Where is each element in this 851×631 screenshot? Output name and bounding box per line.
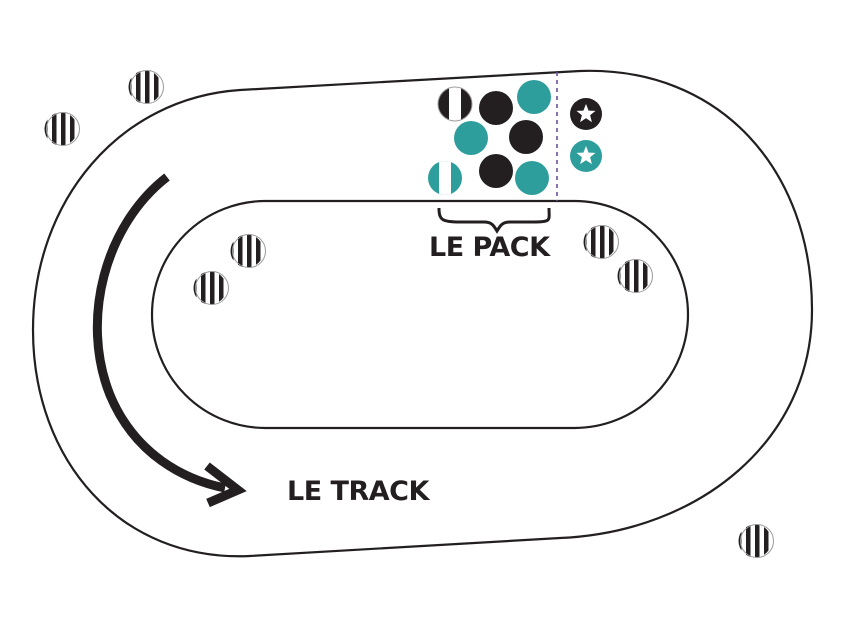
pack-label: LE PACK bbox=[429, 232, 550, 263]
teal-blocker-player[interactable] bbox=[515, 161, 549, 195]
referees bbox=[44, 70, 774, 558]
inner-track-boundary bbox=[150, 199, 690, 430]
referee[interactable] bbox=[193, 271, 229, 305]
direction-arrow bbox=[92, 173, 247, 508]
black-blocker-player[interactable] bbox=[509, 120, 543, 154]
outer-track-boundary bbox=[31, 69, 814, 558]
teal-blocker-player[interactable] bbox=[517, 80, 551, 114]
teal-blocker-player[interactable] bbox=[454, 121, 488, 155]
black-blocker-player[interactable] bbox=[479, 154, 513, 188]
referee[interactable] bbox=[583, 225, 619, 259]
pack bbox=[428, 80, 551, 195]
star-icon bbox=[576, 146, 596, 165]
black-jammer-player[interactable] bbox=[570, 98, 602, 130]
referee[interactable] bbox=[128, 70, 164, 104]
teal-jammer-player[interactable] bbox=[570, 140, 602, 172]
black-pivot-player[interactable] bbox=[437, 86, 473, 122]
referee[interactable] bbox=[44, 112, 80, 146]
black-blocker-player[interactable] bbox=[479, 91, 513, 125]
referee[interactable] bbox=[617, 259, 653, 293]
star-icon bbox=[576, 104, 596, 123]
arrow-head-icon bbox=[204, 462, 247, 508]
referee[interactable] bbox=[738, 524, 774, 558]
track-label: LE TRACK bbox=[287, 476, 429, 507]
teal-pivot-player[interactable] bbox=[428, 161, 462, 195]
pack-bracket bbox=[437, 207, 551, 234]
referee[interactable] bbox=[230, 234, 266, 268]
